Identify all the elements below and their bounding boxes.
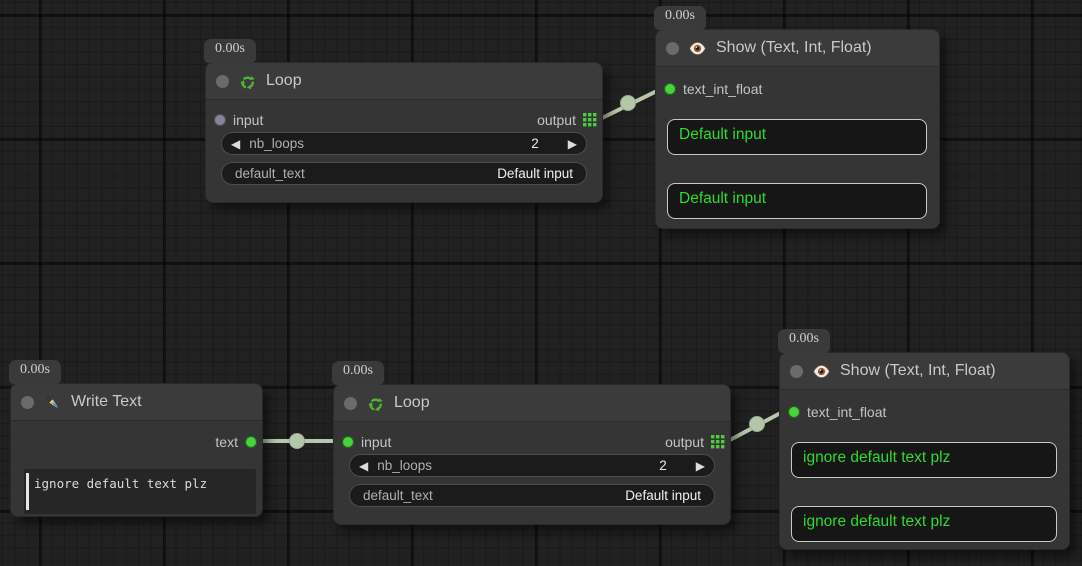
- eye-icon: [688, 39, 707, 58]
- widget-label: default_text: [363, 488, 433, 503]
- decrement-arrow-icon[interactable]: ◀: [359, 458, 369, 473]
- node-header[interactable]: Show (Text, Int, Float): [656, 30, 939, 67]
- widget-value: Default input: [497, 166, 573, 181]
- collapse-toggle[interactable]: [666, 41, 679, 55]
- execution-time-badge: 0.00s: [654, 6, 706, 30]
- output-slot-label: output: [665, 434, 704, 450]
- default-text-widget[interactable]: default_text Default input: [349, 484, 715, 507]
- text-display-box[interactable]: ignore default text plz: [791, 506, 1057, 542]
- widget-label: nb_loops: [249, 136, 305, 151]
- output-slot-label: text: [215, 434, 238, 450]
- node-write-text[interactable]: 0.00s Write Text text: [9, 360, 263, 517]
- widget-label: nb_loops: [377, 458, 433, 473]
- increment-arrow-icon[interactable]: ▶: [695, 458, 705, 473]
- input-slot[interactable]: [214, 114, 226, 126]
- increment-arrow-icon[interactable]: ▶: [567, 136, 577, 151]
- output-slot[interactable]: [245, 436, 257, 448]
- execution-time-badge: 0.00s: [204, 39, 256, 63]
- decrement-arrow-icon[interactable]: ◀: [231, 136, 241, 151]
- text-display-box[interactable]: Default input: [667, 119, 927, 155]
- input-slot-label: text_int_float: [807, 404, 887, 420]
- widget-value: 2: [531, 136, 539, 151]
- node-loop[interactable]: 0.00s Loop: [332, 361, 731, 525]
- input-slot[interactable]: [342, 436, 354, 448]
- collapse-toggle[interactable]: [790, 364, 803, 378]
- node-show-text-int-float[interactable]: 0.00s Show (Text, Int, Float) text_int_f…: [654, 6, 940, 229]
- fountain-pen-icon: [43, 393, 62, 412]
- node-header[interactable]: Loop: [334, 385, 730, 422]
- collapse-toggle[interactable]: [21, 395, 34, 409]
- collapse-toggle[interactable]: [216, 74, 229, 88]
- node-header[interactable]: Show (Text, Int, Float): [780, 353, 1069, 390]
- reroute-dot[interactable]: [620, 95, 636, 111]
- node-title: Write Text: [71, 393, 142, 410]
- node-title: Loop: [394, 394, 430, 411]
- text-input-area[interactable]: ignore default text plz: [24, 469, 256, 514]
- execution-time-badge: 0.00s: [332, 361, 384, 385]
- widget-value: Default input: [625, 488, 701, 503]
- recycle-icon: [366, 394, 385, 413]
- node-title: Show (Text, Int, Float): [840, 362, 996, 379]
- input-slot[interactable]: [788, 406, 800, 418]
- text-input-value: ignore default text plz: [34, 476, 208, 491]
- input-slot-label: text_int_float: [683, 81, 763, 97]
- node-title: Show (Text, Int, Float): [716, 39, 872, 56]
- nb-loops-stepper[interactable]: ◀ nb_loops 2 ▶: [221, 132, 587, 155]
- input-slot-label: input: [233, 112, 264, 128]
- output-slot-label: output: [537, 112, 576, 128]
- node-show-text-int-float[interactable]: 0.00s Show (Text, Int, Float) text_int_f…: [778, 329, 1070, 550]
- input-slot[interactable]: [664, 83, 676, 95]
- input-slot-label: input: [361, 434, 392, 450]
- node-title: Loop: [266, 72, 302, 89]
- text-caret: [26, 473, 29, 510]
- text-display-box[interactable]: Default input: [667, 183, 927, 219]
- node-header[interactable]: Write Text: [11, 384, 262, 421]
- output-grid-slot-icon[interactable]: [583, 113, 597, 127]
- node-loop[interactable]: 0.00s Loop: [204, 39, 603, 203]
- widget-label: default_text: [235, 166, 305, 181]
- eye-icon: [812, 362, 831, 381]
- text-display-box[interactable]: ignore default text plz: [791, 442, 1057, 478]
- widget-value: 2: [659, 458, 667, 473]
- reroute-dot[interactable]: [749, 416, 765, 432]
- node-header[interactable]: Loop: [206, 63, 602, 100]
- output-grid-slot-icon[interactable]: [711, 435, 725, 449]
- nb-loops-stepper[interactable]: ◀ nb_loops 2 ▶: [349, 454, 715, 477]
- recycle-icon: [238, 72, 257, 91]
- reroute-dot[interactable]: [289, 433, 305, 449]
- collapse-toggle[interactable]: [344, 396, 357, 410]
- execution-time-badge: 0.00s: [9, 360, 61, 384]
- execution-time-badge: 0.00s: [778, 329, 830, 353]
- default-text-widget[interactable]: default_text Default input: [221, 162, 587, 185]
